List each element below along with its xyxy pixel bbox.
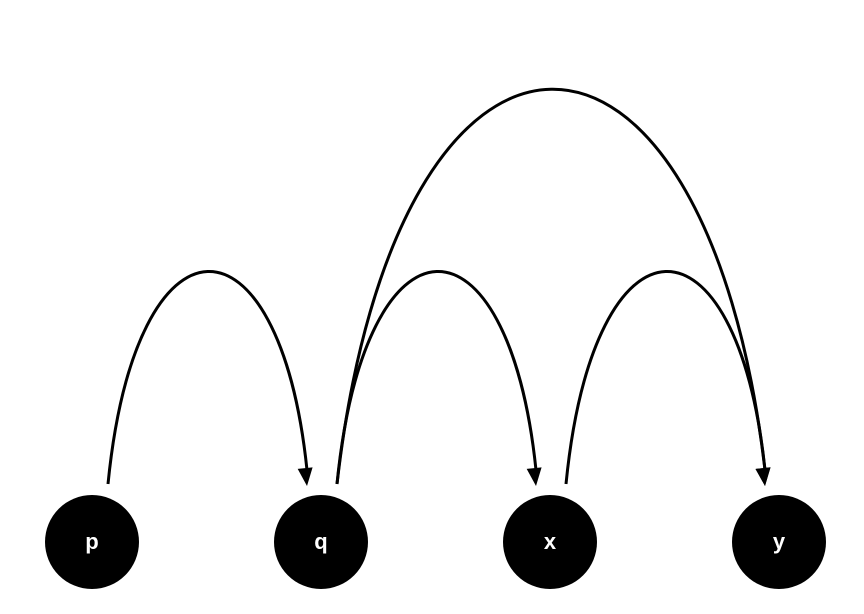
edge-p-to-q [106,270,309,485]
node-y: y [732,495,826,589]
arrowhead-q-to-x [526,467,542,486]
edge-q-to-y [335,87,767,485]
node-y-circle [732,495,826,589]
node-p: p [45,495,139,589]
node-y-label: y [773,529,786,554]
node-p-label: p [85,529,98,554]
arrowhead-x-to-y [755,467,771,486]
edge-q-to-x [335,270,538,485]
node-x: x [503,495,597,589]
edges-layer [106,87,771,486]
edge-x-to-y [564,270,767,485]
node-q-circle [274,495,368,589]
node-q-label: q [314,529,327,554]
node-p-circle [45,495,139,589]
node-x-label: x [544,529,557,554]
arrowhead-p-to-q [297,467,313,486]
node-q: q [274,495,368,589]
node-x-circle [503,495,597,589]
